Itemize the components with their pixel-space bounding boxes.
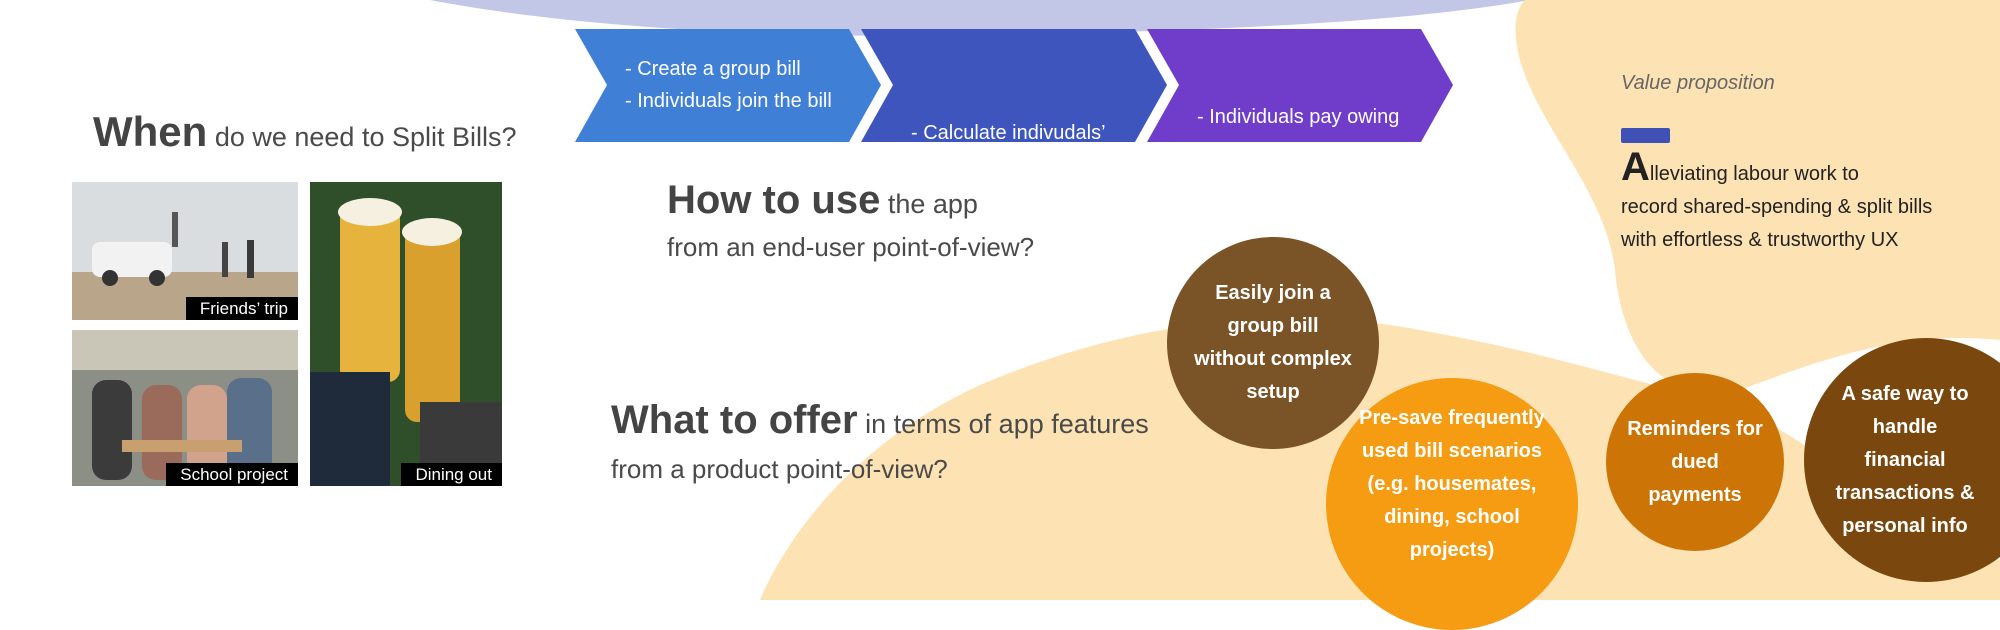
value-line-1: lleviating labour work to <box>1649 163 1859 185</box>
photo-school-project: School project <box>72 330 298 486</box>
school-project-image <box>72 330 298 486</box>
offer-subheading: from a product point-of-view? <box>611 454 948 484</box>
top-lavender-shape <box>430 0 1530 36</box>
step-2-line-2: sharing <box>911 218 994 240</box>
step-1-line-2: - Individuals join the bill <box>625 90 832 112</box>
step-2-line-1: - Calculate indivudals’ <box>911 122 1106 144</box>
caption-school-project: School project <box>166 463 298 486</box>
chevron-shape <box>861 29 1167 142</box>
when-heading-strong: When <box>93 108 208 155</box>
value-line-3: with effortless & trustworthy UX <box>1621 229 1899 251</box>
step-3-line-2: - Indivuduals get <box>1197 202 1344 224</box>
caption-friends-trip: Friends’ trip <box>185 297 298 320</box>
feature-pre-save-text: Pre-save frequently used bill scenarios … <box>1359 406 1545 561</box>
value-line-2: record shared-spending & split bills <box>1621 196 1933 218</box>
when-heading-rest: do we need to Split Bills? <box>214 122 517 152</box>
chevron-shape <box>1147 29 1453 142</box>
when-heading: When do we need to Split Bills? <box>93 108 517 156</box>
feature-circle-reminders: Reminders for dued payments <box>1606 373 1784 551</box>
photo-friends-trip: Friends’ trip <box>72 182 298 320</box>
feature-circle-pre-save: Pre-save frequently used bill scenarios … <box>1326 378 1578 630</box>
feature-reminders-text: Reminders for dued payments <box>1627 417 1763 506</box>
offer-heading-rest: in terms of app features <box>865 409 1149 439</box>
chevron-shape <box>575 29 881 142</box>
step-chevron-3: - Individuals pay owing - Indivuduals ge… <box>1147 29 1453 320</box>
feature-safe-way-text: A safe way to handle financial transacti… <box>1835 382 1975 537</box>
feature-circle-join-bill: Easily join a group bill without complex… <box>1167 237 1379 449</box>
how-subheading: from an end-user point-of-view? <box>667 232 1035 262</box>
offer-heading-strong: What to offer <box>611 398 858 442</box>
step-1-line-1: - Create a group bill <box>625 58 801 80</box>
feature-join-bill-text: Easily join a group bill without complex… <box>1194 282 1352 403</box>
step-chevron-2: - Calculate indivudals’ sharing <box>861 29 1167 240</box>
value-proposition-label: Value proposition <box>1621 72 1775 94</box>
value-first-letter: A <box>1621 145 1650 189</box>
step-chevron-1: - Create a group bill - Individuals join… <box>575 29 881 142</box>
photo-dining-out: Dining out <box>310 182 502 486</box>
dining-out-image <box>310 182 502 486</box>
how-heading: How to use the app <box>667 178 978 223</box>
how-heading-rest: the app <box>887 189 978 219</box>
feature-circle-safe-way: A safe way to handle financial transacti… <box>1804 338 2000 582</box>
how-heading-strong: How to use <box>667 178 881 222</box>
value-proposition-bar <box>1621 128 1670 143</box>
value-proposition-text: Alleviating labour work to record shared… <box>1621 147 1991 257</box>
right-peach-shape <box>1515 0 2000 394</box>
offer-heading: What to offer in terms of app features <box>611 398 1149 443</box>
caption-dining-out: Dining out <box>401 463 502 486</box>
step-3-line-1: - Individuals pay owing <box>1197 106 1400 128</box>
